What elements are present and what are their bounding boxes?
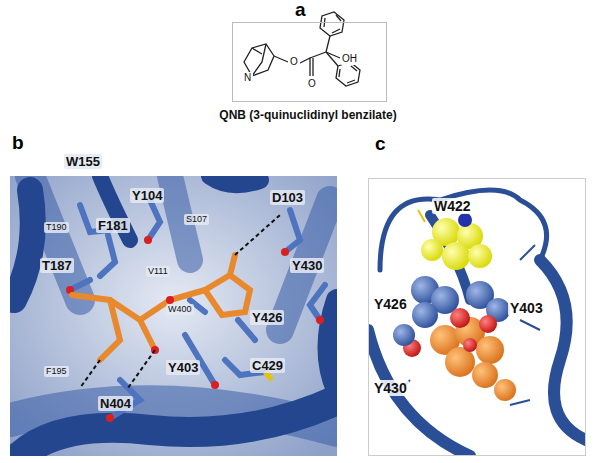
panel-letter: a xyxy=(295,0,306,21)
structure-caption: QNB (3-quinuclidinyl benzilate) xyxy=(217,108,398,122)
figure-panel: a xyxy=(232,22,387,102)
residue-label: Y430 xyxy=(290,258,324,273)
residue-label: Y426 xyxy=(372,296,409,312)
pocket-lid-view xyxy=(368,178,586,456)
residue-label: Y403 xyxy=(166,360,200,375)
figure-panel: b xyxy=(10,176,337,456)
residue-label: V111 xyxy=(146,266,170,277)
residue-label: N404 xyxy=(98,396,133,411)
binding-pocket-view xyxy=(10,176,337,456)
atom-label: O xyxy=(306,78,318,90)
residue-label: Y426 xyxy=(250,310,284,325)
figure-panel: c xyxy=(368,178,586,456)
residue-label: C429 xyxy=(250,358,285,373)
atom-label: OH xyxy=(340,53,359,65)
residue-label: W155 xyxy=(64,154,102,169)
residue-label: F195 xyxy=(44,366,69,377)
residue-label: W422 xyxy=(432,198,473,214)
panel-letter: c xyxy=(375,133,386,155)
residue-label: T190 xyxy=(44,222,69,233)
residue-label: S107 xyxy=(184,214,209,225)
panel-letter: b xyxy=(12,132,24,154)
residue-label: W400 xyxy=(166,304,194,315)
qnb-structure xyxy=(244,12,360,86)
residue-label: F181 xyxy=(96,218,130,233)
residue-label: Y104 xyxy=(130,188,164,203)
residue-label: Y430 xyxy=(372,380,409,396)
residue-label: Y403 xyxy=(508,300,545,316)
residue-label: T187 xyxy=(40,258,74,273)
atom-label: O xyxy=(288,56,300,68)
atom-label: N xyxy=(242,72,253,84)
residue-label: D103 xyxy=(270,190,305,205)
